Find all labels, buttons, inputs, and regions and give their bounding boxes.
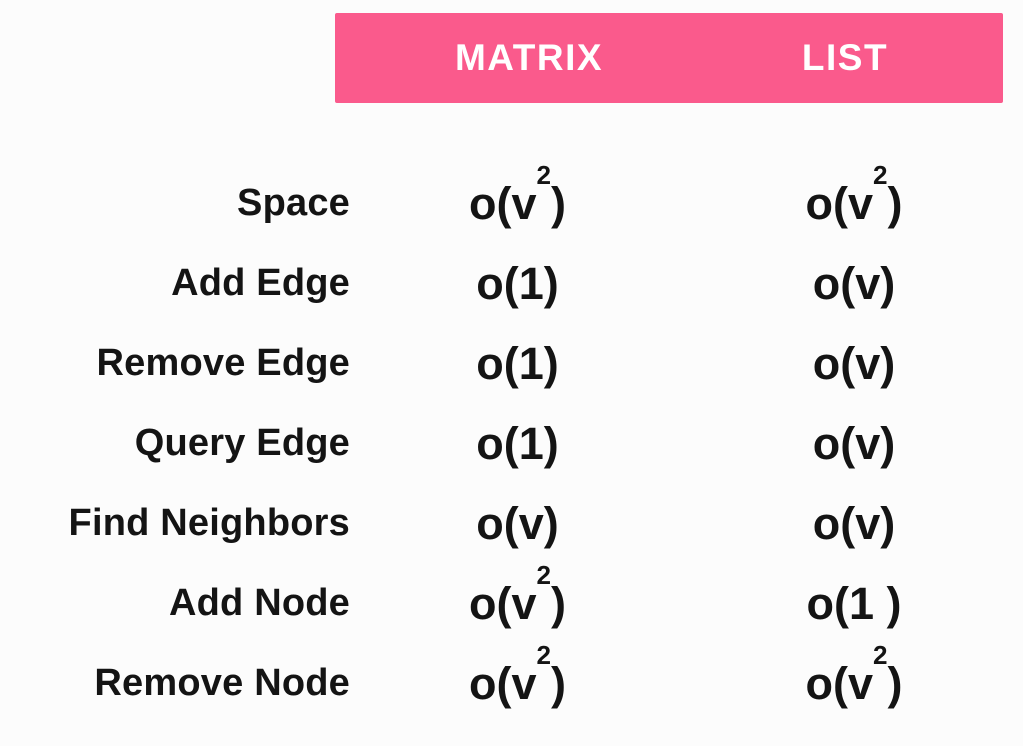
value-base: o(1) bbox=[476, 337, 559, 389]
list-value: o(1 ) bbox=[685, 581, 1023, 626]
row-label: Query Edge bbox=[134, 421, 350, 464]
table-row-space: Space o(v2) o(v2) bbox=[0, 162, 1023, 243]
table-row-find-neighbors: Find Neighbors o(v) o(v) bbox=[0, 483, 1023, 563]
value-base: o(v) bbox=[812, 497, 896, 549]
table-row-add-edge: Add Edge o(1) o(v) bbox=[0, 243, 1023, 323]
row-label: Remove Edge bbox=[96, 341, 350, 384]
value-close: ) bbox=[551, 577, 566, 629]
value-superscript: 2 bbox=[536, 639, 551, 670]
value-close: ) bbox=[551, 177, 566, 229]
value-base: o(v bbox=[468, 177, 537, 229]
value-base: o(v bbox=[468, 657, 537, 709]
matrix-value: o(1) bbox=[350, 341, 685, 386]
value-superscript: 2 bbox=[872, 159, 888, 190]
value-superscript: 2 bbox=[872, 639, 888, 670]
list-value: o(v) bbox=[685, 261, 1023, 306]
value-base: o(v bbox=[805, 177, 873, 229]
value-base: o(1 ) bbox=[806, 577, 902, 629]
list-value: o(v) bbox=[685, 341, 1023, 386]
value-base: o(1) bbox=[476, 257, 559, 309]
matrix-value: o(v) bbox=[350, 501, 685, 546]
row-label: Find Neighbors bbox=[68, 501, 350, 544]
value-base: o(v) bbox=[476, 497, 559, 549]
value-base: o(v bbox=[805, 657, 873, 709]
value-base: o(v) bbox=[812, 337, 896, 389]
table-row-remove-edge: Remove Edge o(1) o(v) bbox=[0, 323, 1023, 403]
value-close: ) bbox=[887, 177, 903, 229]
column-header-list: LIST bbox=[801, 37, 889, 78]
table-header-bar: MATRIX LIST bbox=[335, 13, 1003, 103]
value-base: o(v) bbox=[812, 257, 896, 309]
matrix-value: o(v2) bbox=[350, 642, 685, 709]
list-value: o(v) bbox=[685, 421, 1023, 466]
table-row-add-node: Add Node o(v2) o(1 ) bbox=[0, 562, 1023, 643]
matrix-value: o(1) bbox=[350, 261, 685, 306]
matrix-value: o(v2) bbox=[350, 162, 685, 229]
value-base: o(v bbox=[468, 577, 537, 629]
row-label: Space bbox=[237, 181, 350, 224]
table-row-query-edge: Query Edge o(1) o(v) bbox=[0, 403, 1023, 483]
value-close: ) bbox=[887, 657, 903, 709]
row-label: Remove Node bbox=[94, 661, 350, 704]
matrix-value: o(v2) bbox=[350, 562, 685, 629]
list-value: o(v) bbox=[685, 501, 1023, 546]
list-value: o(v2) bbox=[685, 162, 1023, 229]
value-base: o(v) bbox=[812, 417, 896, 469]
list-value: o(v2) bbox=[685, 642, 1023, 709]
value-base: o(1) bbox=[476, 417, 559, 469]
value-superscript: 2 bbox=[536, 559, 551, 590]
row-label: Add Edge bbox=[171, 261, 350, 304]
column-header-matrix: MATRIX bbox=[454, 37, 604, 78]
row-label: Add Node bbox=[168, 581, 350, 624]
value-superscript: 2 bbox=[536, 159, 551, 190]
value-close: ) bbox=[551, 657, 566, 709]
complexity-table: Space o(v2) o(v2) Add Edge o(1) o(v) Rem… bbox=[0, 162, 1023, 723]
table-row-remove-node: Remove Node o(v2) o(v2) bbox=[0, 642, 1023, 723]
matrix-value: o(1) bbox=[350, 421, 685, 466]
